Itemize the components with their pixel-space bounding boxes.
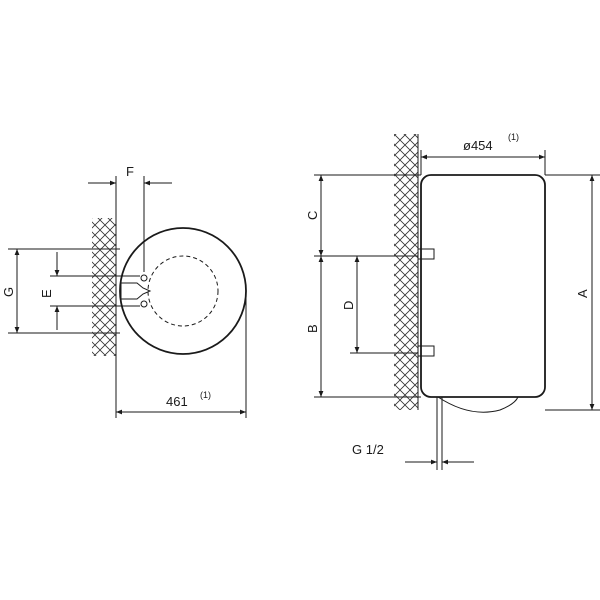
label-diameter: ø454 [463, 138, 493, 153]
tank-bottom-cover [437, 396, 519, 413]
label-width: 461 [166, 394, 188, 409]
label-e: E [39, 289, 54, 298]
label-b: B [305, 324, 320, 333]
tank-body-side [420, 174, 546, 398]
label-thread: G 1/2 [352, 442, 384, 457]
bracket-lower [417, 345, 435, 357]
bracket-upper [417, 248, 435, 260]
tank-outline-top [119, 227, 247, 355]
inner-tank-dashed [147, 255, 219, 327]
mount-hole-upper [140, 274, 148, 282]
label-diameter-note: (1) [508, 132, 519, 142]
mount-hole-lower [140, 300, 148, 308]
label-width-note: (1) [200, 390, 211, 400]
side-view: ø454 (1) C B D A G 1/2 [305, 132, 600, 470]
label-g: G [1, 287, 16, 297]
label-d: D [341, 301, 356, 310]
mounting-bracket [120, 282, 152, 300]
label-a: A [575, 289, 590, 298]
label-f: F [126, 164, 134, 179]
wall-hatch-top-view [92, 218, 116, 356]
label-c: C [305, 211, 320, 220]
wall-hatch-side-view [394, 134, 418, 410]
top-view: F G E 461 (1) [1, 164, 247, 418]
